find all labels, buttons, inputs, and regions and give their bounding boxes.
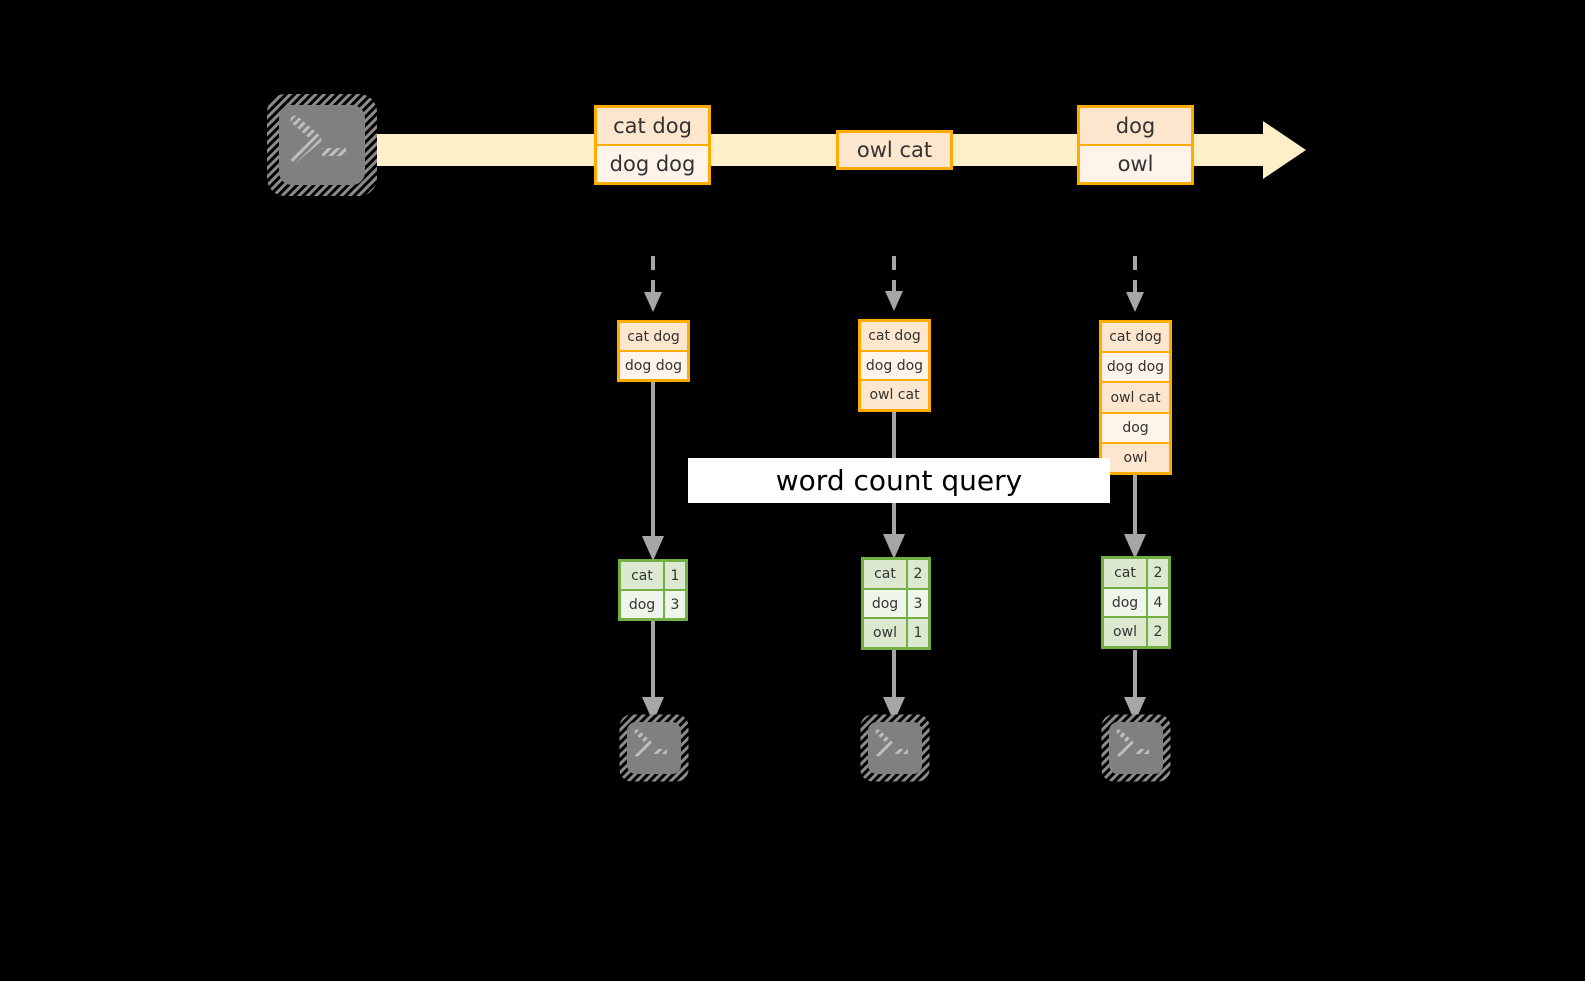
prompt-underscore-glyph [322, 148, 346, 156]
stream-cell: owl [1080, 146, 1191, 182]
sink-arrow-2 [883, 650, 905, 722]
stream-cell: dog [1080, 108, 1191, 146]
result-word: cat [1104, 559, 1148, 587]
result-table-2[interactable]: cat 2 dog 3 owl 1 [861, 557, 931, 650]
stream-batch-1[interactable]: cat dog dog dog [594, 105, 711, 185]
unbounded-input-table-2[interactable]: cat dog dog dog owl cat [858, 319, 931, 412]
sink-terminal-icon-3[interactable] [1100, 713, 1172, 783]
table-row: owl 2 [1104, 618, 1168, 647]
sink-arrow-3 [1124, 650, 1146, 722]
table-row: owl 1 [864, 619, 928, 648]
table-row: cat 1 [621, 562, 685, 591]
input-cell: dog dog [1102, 353, 1169, 384]
unbounded-input-table-3[interactable]: cat dog dog dog owl cat dog owl [1099, 320, 1172, 475]
input-cell: cat dog [620, 323, 687, 352]
prompt-underscore-glyph [894, 749, 908, 754]
source-terminal-icon[interactable] [265, 92, 379, 198]
result-count: 3 [908, 589, 928, 618]
unbounded-input-table-1[interactable]: cat dog dog dog [617, 320, 690, 382]
result-table-1[interactable]: cat 1 dog 3 [618, 559, 688, 621]
trigger-arrow-3 [1126, 256, 1144, 312]
table-row: cat 2 [1104, 559, 1168, 589]
sink-terminal-icon-1[interactable] [618, 713, 690, 783]
sink-terminal-icon-2[interactable] [859, 713, 931, 783]
result-word: cat [864, 560, 908, 588]
banner-label: word count query [775, 464, 1023, 497]
stream-batch-2[interactable]: owl cat [836, 130, 953, 170]
input-cell: dog [1102, 413, 1169, 444]
input-cell: cat dog [861, 322, 928, 352]
result-count: 2 [908, 560, 928, 588]
result-word: owl [1104, 618, 1148, 647]
prompt-caret-glyph [634, 729, 652, 757]
result-word: owl [864, 619, 908, 648]
table-row: dog 3 [621, 591, 685, 618]
trigger-arrow-1 [644, 256, 662, 312]
prompt-underscore-glyph [653, 749, 667, 754]
prompt-underscore-glyph [1135, 749, 1149, 754]
result-word: dog [1104, 588, 1148, 617]
table-row: cat 2 [864, 560, 928, 590]
stream-cell: owl cat [839, 133, 950, 167]
result-word: cat [621, 562, 665, 589]
result-count: 4 [1148, 588, 1168, 617]
stream-cell: cat dog [597, 108, 708, 146]
input-cell: owl cat [861, 381, 928, 410]
result-word: dog [621, 591, 665, 618]
prompt-caret-glyph [1116, 729, 1134, 757]
result-word: dog [864, 589, 908, 618]
stream-cell: dog dog [597, 146, 708, 182]
result-count: 3 [665, 591, 685, 618]
input-cell: owl cat [1102, 383, 1169, 414]
query-arrow-3 [1124, 474, 1146, 559]
query-arrow-1 [642, 382, 664, 561]
prompt-caret-glyph [875, 729, 893, 757]
trigger-arrow-2 [885, 256, 903, 311]
sink-arrow-1 [642, 620, 664, 722]
table-row: dog 3 [864, 589, 928, 620]
input-cell: owl [1102, 443, 1169, 473]
table-row: dog 4 [1104, 588, 1168, 619]
input-cell: cat dog [1102, 323, 1169, 354]
word-count-query-banner: word count query [688, 458, 1110, 503]
result-count: 2 [1148, 559, 1168, 587]
result-count: 1 [908, 619, 928, 648]
result-count: 2 [1148, 618, 1168, 647]
input-cell: dog dog [620, 352, 687, 379]
prompt-caret-glyph [290, 115, 322, 163]
result-count: 1 [665, 562, 685, 589]
result-table-3[interactable]: cat 2 dog 4 owl 2 [1101, 556, 1171, 649]
input-cell: dog dog [861, 351, 928, 382]
stream-batch-3[interactable]: dog owl [1077, 105, 1194, 185]
